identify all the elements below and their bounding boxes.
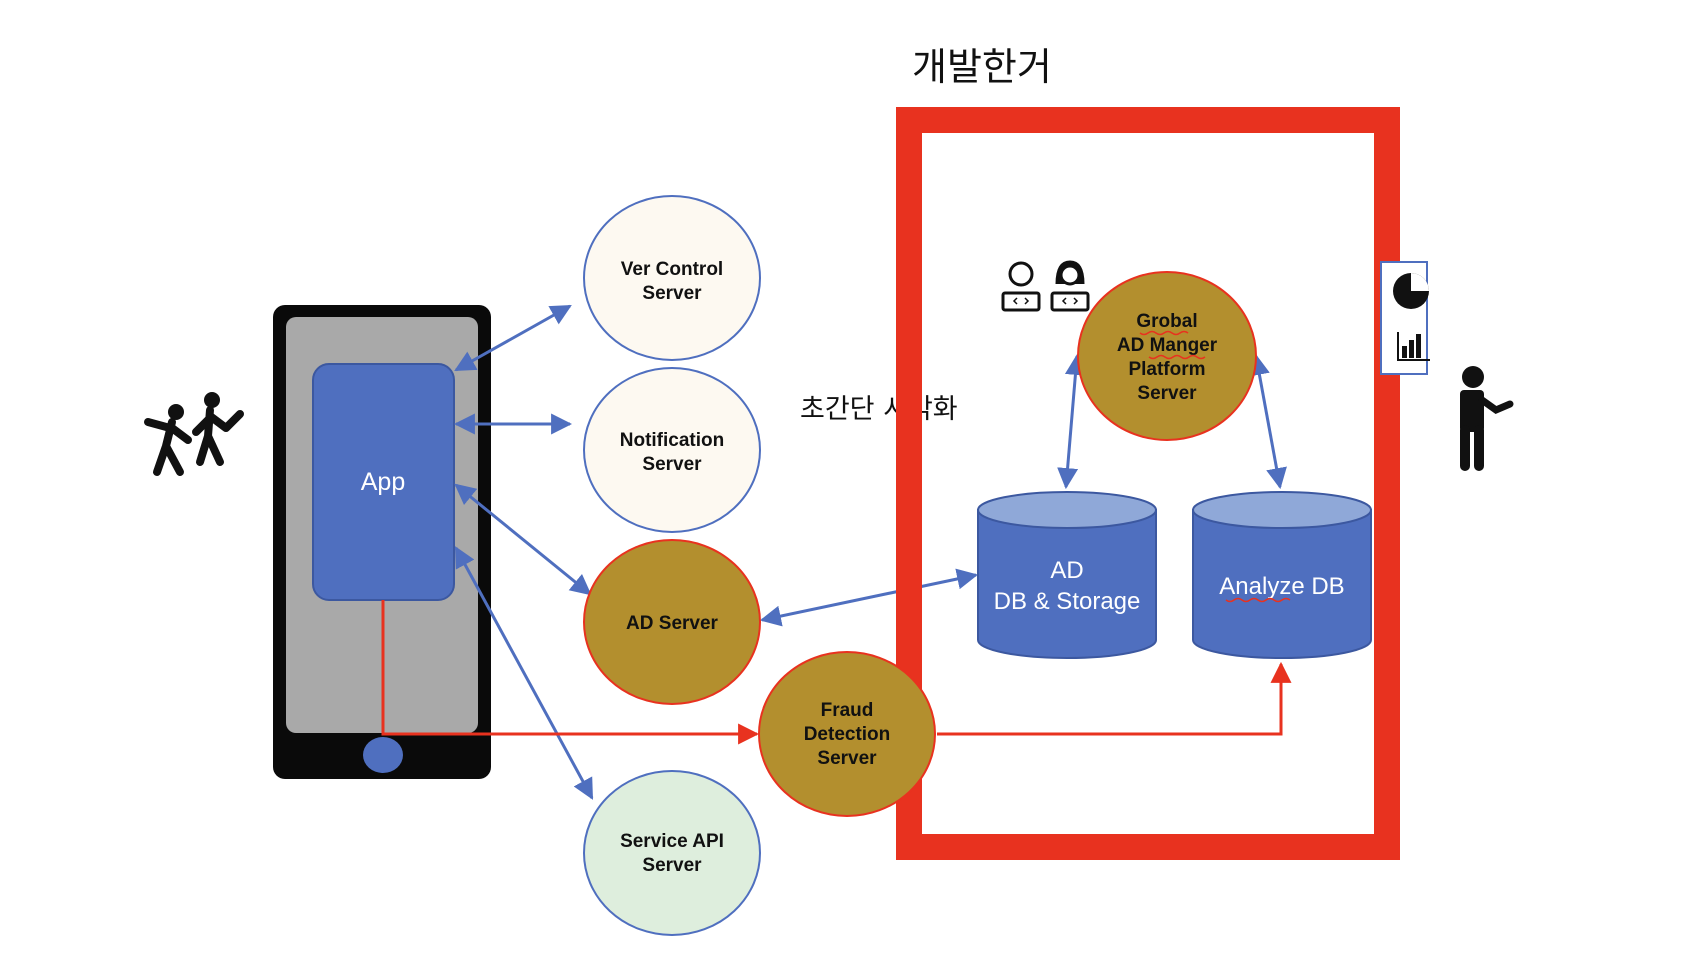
ad-server-label: AD Server (626, 613, 718, 634)
developer-icon (1001, 261, 1041, 312)
edge-app-fraud (381, 600, 760, 745)
global-ad-label-4: Server (1137, 383, 1197, 404)
edge-app-vercontrol (454, 304, 572, 372)
diagram-title: 개발한거 (912, 45, 1052, 89)
chart-panel (1380, 261, 1430, 375)
notification-server: Notification Server (583, 367, 761, 533)
edge-global-addb (1057, 353, 1086, 490)
developer-female-icon (1050, 260, 1090, 312)
ad-server: AD Server (583, 539, 761, 705)
global-ad-label-2: AD Manger (1117, 335, 1218, 356)
fraud-label-3: Server (817, 748, 877, 769)
pie-chart-icon (1393, 273, 1429, 309)
ver-control-server: Ver Control Server (583, 195, 761, 361)
service-api-label-2: Server (642, 855, 702, 876)
global-ad-manager-server: Grobal AD Manger Platform Server (1077, 271, 1257, 441)
fraud-detection-server: Fraud Detection Server (758, 651, 936, 817)
bar-chart-icon (1397, 332, 1430, 361)
annotation-text: 초간단 시각화 (800, 394, 958, 425)
red-edges (381, 600, 1292, 745)
app-node: App (312, 363, 455, 601)
ad-db-storage: AD DB & Storage (977, 491, 1157, 659)
spell-underline (1148, 354, 1206, 360)
notification-label-1: Notification (620, 430, 725, 451)
ad-db-label-1: AD (1050, 557, 1083, 584)
spell-underline (1139, 330, 1189, 336)
edge-adserver-addb (759, 568, 979, 627)
dancing-people-icon (144, 392, 244, 476)
global-ad-label-3: Platform (1128, 359, 1205, 380)
service-api-server: Service API Server (583, 770, 761, 936)
edge-global-analyzedb (1249, 353, 1287, 490)
ver-control-label-2: Server (642, 283, 702, 304)
fraud-label-1: Fraud (821, 700, 874, 721)
edge-app-serviceapi (454, 546, 594, 800)
phone-home-button (363, 737, 403, 773)
analyze-db-label: Analyze DB (1219, 573, 1344, 600)
highlight-frame (896, 107, 1400, 860)
presenter-icon (1460, 366, 1514, 471)
notification-label-2: Server (642, 454, 702, 475)
app-label: App (361, 468, 405, 496)
analyze-db: Analyze DB (1192, 491, 1372, 659)
global-ad-label-1: Grobal (1136, 311, 1197, 332)
service-api-label-1: Service API (620, 831, 724, 852)
spell-underline (1225, 597, 1291, 603)
fraud-label-2: Detection (804, 724, 891, 745)
blue-edges (453, 304, 1287, 800)
ver-control-label-1: Ver Control (621, 259, 723, 280)
ad-db-label-2: DB & Storage (994, 588, 1141, 615)
edge-fraud-analyzedb (937, 661, 1292, 736)
